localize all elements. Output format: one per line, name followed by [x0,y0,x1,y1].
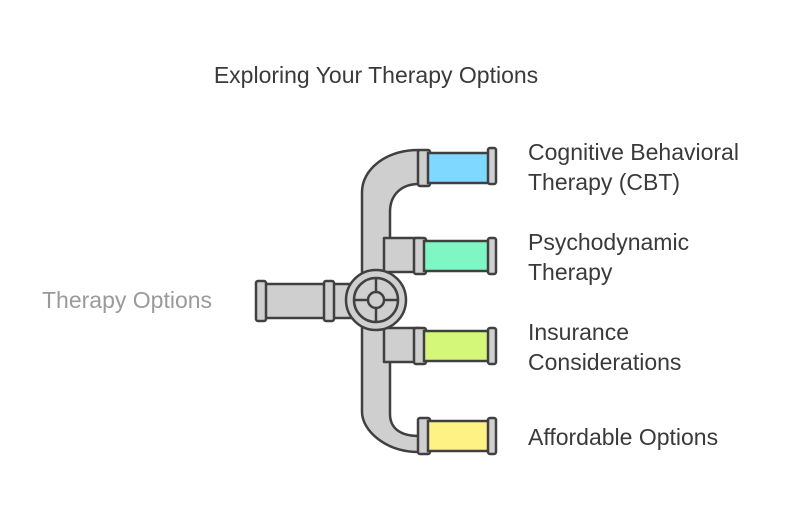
input-pipe [254,279,362,323]
valve-icon [344,268,408,332]
branch-label-cbt: Cognitive Behavioral Therapy (CBT) [528,137,739,197]
branch-label-line: Therapy [528,259,613,285]
branch-label-insurance: Insurance Considerations [528,317,681,377]
branch-label-psychodynamic: Psychodynamic Therapy [528,227,689,287]
branch-label-affordable: Affordable Options [528,422,718,452]
outlet-pipe-2 [412,236,498,276]
branch-label-line: Considerations [528,349,682,375]
branch-label-line: Therapy (CBT) [528,169,681,195]
outlet-pipe-3 [412,326,498,366]
outlet-pipe-1 [416,146,498,188]
branch-label-line: Insurance [528,319,630,345]
diagram-title: Exploring Your Therapy Options [213,62,539,88]
source-label: Therapy Options [42,287,213,313]
branch-label-line: Cognitive Behavioral [528,139,739,165]
branch-label-line: Psychodynamic [528,229,690,255]
outlet-pipe-4 [416,416,498,456]
branch-label-line: Affordable Options [528,424,719,450]
